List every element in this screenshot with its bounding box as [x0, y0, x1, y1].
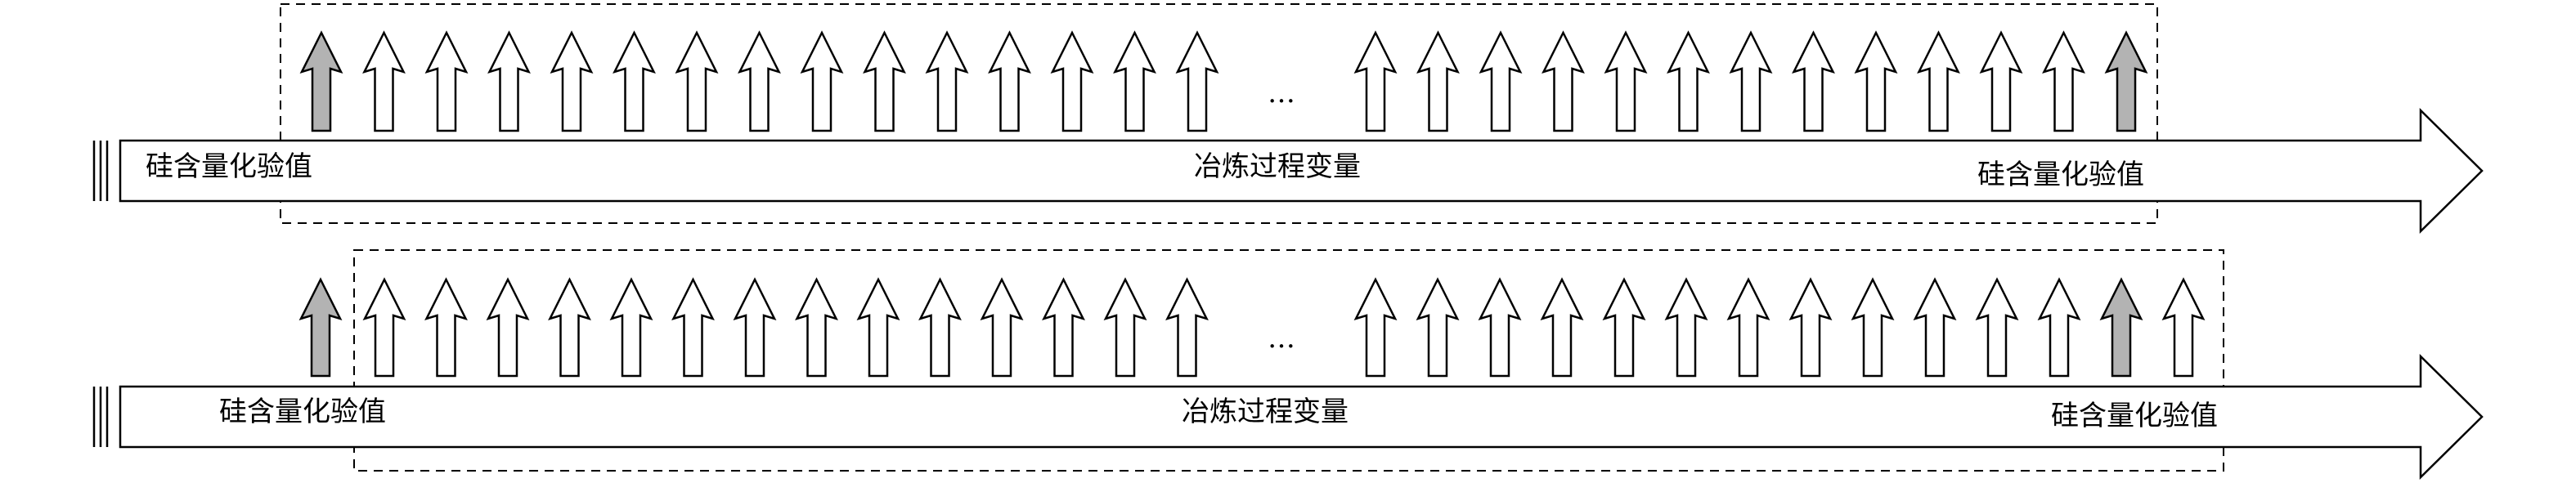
variable-arrow-1-L15: [1175, 30, 1219, 132]
variable-arrow-1-R5: [1604, 30, 1648, 132]
variable-arrow-1-L11: [925, 30, 969, 132]
variable-arrow-2-R14: [2161, 277, 2206, 378]
variable-arrow-2-R8: [1788, 277, 1833, 378]
variable-arrow-1-R1: [1353, 30, 1398, 132]
variable-arrow-2-L1: [362, 277, 406, 378]
variable-arrow-2-R9: [1851, 277, 1895, 378]
label-smelting-variables-2: 冶炼过程变量: [1182, 396, 1349, 428]
variable-arrow-2-R2: [1416, 277, 1460, 378]
variable-arrow-1-L8: [738, 30, 781, 132]
variable-arrow-2-L9: [856, 277, 900, 378]
variable-arrow-2-R5: [1602, 277, 1646, 378]
variable-arrow-1-L2: [362, 30, 406, 132]
variable-arrow-2-R3: [1478, 277, 1522, 378]
variable-arrow-2-R7: [1726, 277, 1770, 378]
variable-arrow-1-R10: [1917, 30, 1960, 132]
label-silicon-assay-left-1: 硅含量化验值: [146, 150, 312, 183]
variable-arrow-1-R6: [1667, 30, 1710, 132]
variable-arrow-2-L3: [486, 277, 530, 378]
variable-arrow-1-R8: [1792, 30, 1835, 132]
variable-arrow-1-L12: [988, 30, 1031, 132]
variable-arrow-1-L9: [800, 30, 844, 132]
variable-arrow-1-L7: [675, 30, 719, 132]
variable-arrow-1-L3: [424, 30, 469, 132]
ellipsis-2: …: [1268, 322, 1295, 355]
variable-arrow-2-R13: [2099, 277, 2143, 378]
timeline-arrow-1: [119, 108, 2484, 234]
variable-arrow-2-L7: [733, 277, 777, 378]
variable-arrow-1-L1: [299, 30, 343, 132]
variable-arrow-1-R7: [1729, 30, 1773, 132]
variable-arrow-2-R12: [2037, 277, 2081, 378]
variable-arrow-1-L14: [1113, 30, 1156, 132]
variable-arrow-1-R4: [1542, 30, 1585, 132]
variable-arrow-2-R1: [1353, 277, 1398, 378]
timeline-arrow-2: [119, 354, 2484, 480]
variable-arrow-2-L5: [609, 277, 653, 378]
variable-arrow-2-L4: [548, 277, 591, 378]
variable-arrow-2-L10: [918, 277, 962, 378]
variable-arrows-2: [298, 277, 2206, 378]
variable-arrow-2-R10: [1913, 277, 1957, 378]
variable-arrow-1-L10: [863, 30, 906, 132]
variable-arrow-1-R9: [1854, 30, 1898, 132]
variable-arrows-1: [299, 30, 2148, 132]
variable-arrow-2-before-window: [298, 277, 343, 378]
variable-arrow-2-L13: [1103, 277, 1147, 378]
ellipsis-1: …: [1268, 77, 1295, 110]
variable-arrow-1-R12: [2042, 30, 2085, 132]
variable-arrow-1-R11: [1979, 30, 2023, 132]
variable-arrow-2-L2: [424, 277, 468, 378]
variable-arrow-1-R13: [2104, 30, 2148, 132]
variable-arrow-1-L5: [550, 30, 594, 132]
variable-arrow-2-L12: [1042, 277, 1085, 378]
variable-arrow-2-L8: [795, 277, 838, 378]
variable-arrow-1-L6: [613, 30, 656, 132]
variable-arrow-2-R11: [1975, 277, 2019, 378]
label-silicon-assay-right-1: 硅含量化验值: [1977, 159, 2144, 191]
timeline-start-marker-2: [92, 387, 109, 447]
window-frame-1: [280, 3, 2158, 224]
variable-arrow-1-L4: [487, 30, 531, 132]
variable-arrow-2-L11: [980, 277, 1024, 378]
variable-arrow-2-R4: [1540, 277, 1584, 378]
variable-arrow-2-R6: [1664, 277, 1708, 378]
variable-arrow-2-L6: [671, 277, 715, 378]
variable-arrow-1-L13: [1050, 30, 1094, 132]
window-frame-2: [353, 249, 2224, 472]
timeline-start-marker-1: [92, 141, 109, 201]
label-silicon-assay-left-2: 硅含量化验值: [219, 396, 386, 428]
row-1: … 硅含量化验值 冶炼过程变量 硅含量化验值: [92, 3, 2484, 234]
label-silicon-assay-right-2: 硅含量化验值: [2051, 400, 2218, 432]
row-2: … 硅含量化验值 冶炼过程变量 硅含量化验值: [92, 249, 2484, 480]
variable-arrow-1-R3: [1479, 30, 1523, 132]
variable-arrow-2-L14: [1165, 277, 1209, 378]
label-smelting-variables-1: 冶炼过程变量: [1194, 150, 1361, 183]
variable-arrow-1-R2: [1416, 30, 1460, 132]
